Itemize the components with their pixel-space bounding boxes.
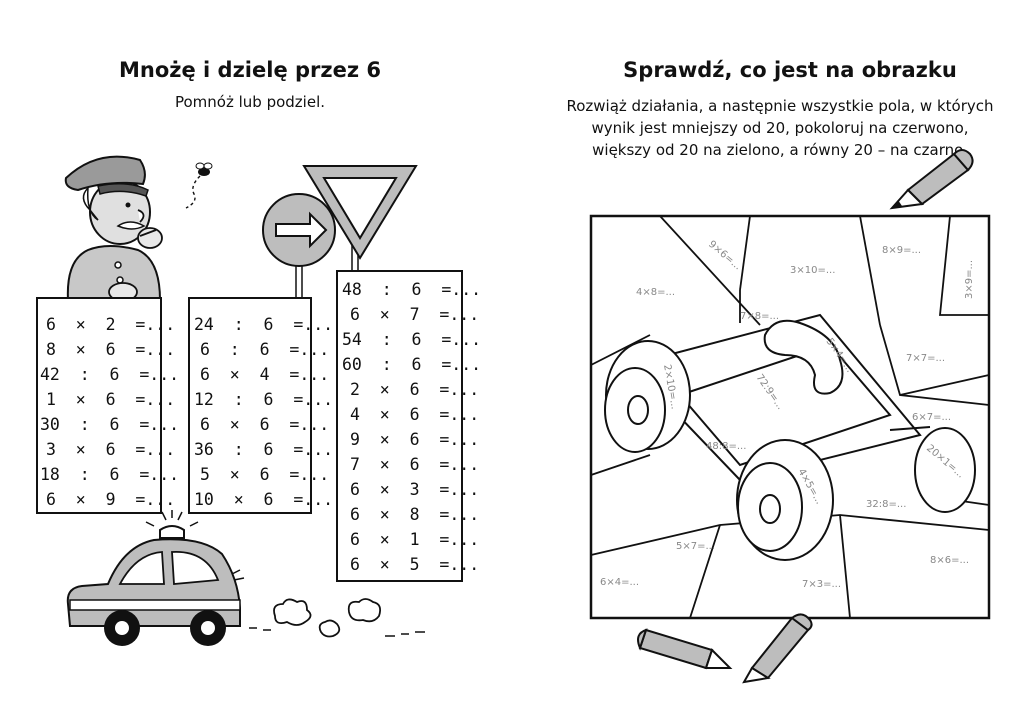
- instruction-line: większy od 20 na zielono, a równy 20 – n…: [592, 141, 968, 159]
- right-page-title: Sprawdź, co jest na obrazku: [623, 58, 957, 82]
- equation: 8 × 6 =...: [46, 340, 176, 359]
- bee-icon: [185, 162, 213, 209]
- cell-label: 3×9=...: [964, 260, 975, 299]
- equation: 7 × 6 =...: [350, 455, 480, 474]
- equation-column-3: [336, 270, 463, 582]
- equation: 54 : 6 =...: [342, 330, 482, 349]
- equation: 18 : 6 =...: [40, 465, 180, 484]
- instruction: Rozwiąż działania, a następnie wszystkie…: [560, 95, 1000, 161]
- cell-label: 4×8=...: [636, 287, 675, 298]
- equation: 6 × 6 =...: [200, 415, 330, 434]
- cell-label: 3×10=...: [790, 265, 835, 276]
- cell-label: 5×7=...: [676, 541, 715, 552]
- equation-column-2: [188, 297, 312, 514]
- equation: 6 × 4 =...: [200, 365, 330, 384]
- pencils-icon: [637, 613, 813, 684]
- equation: 5 × 6 =...: [200, 465, 330, 484]
- cell-label: 7×3=...: [802, 579, 841, 590]
- equation: 1 × 6 =...: [46, 390, 176, 409]
- police-car-icon: [66, 510, 245, 646]
- left-page-subtitle: Pomnóż lub podziel.: [174, 93, 325, 111]
- equation: 9 × 6 =...: [350, 430, 480, 449]
- instruction-line: Rozwiąż działania, a następnie wszystkie…: [566, 97, 994, 115]
- equation: 6 × 8 =...: [350, 505, 480, 524]
- policeman-icon: [64, 155, 163, 302]
- equation: 48 : 6 =...: [342, 280, 482, 299]
- equation: 6 × 7 =...: [350, 305, 480, 324]
- equation: 4 × 6 =...: [350, 405, 480, 424]
- cell-label: 6×4=...: [600, 577, 639, 588]
- pencil-icon: [889, 149, 974, 210]
- equation: 6 : 6 =...: [200, 340, 330, 359]
- equation: 3 × 6 =...: [46, 440, 176, 459]
- cell-label: 32:8=...: [866, 499, 906, 510]
- equation: 12 : 6 =...: [194, 390, 334, 409]
- cell-label: 48:8=...: [706, 441, 746, 452]
- yield-sign-icon: [302, 165, 418, 273]
- exhaust-smoke-icon: [249, 598, 425, 638]
- equation: 24 : 6 =...: [194, 315, 334, 334]
- equation: 42 : 6 =...: [40, 365, 180, 384]
- cell-label: 8×9=...: [882, 245, 921, 256]
- cell-label: 7×8=...: [740, 311, 779, 322]
- instruction-line: wynik jest mniejszy od 20, pokoloruj na …: [591, 119, 969, 137]
- equation: 6 × 9 =...: [46, 490, 176, 509]
- coloring-picture-car-icon: 9×6=... 3×10=... 8×9=... 3×9=... 4×8=...…: [589, 214, 991, 620]
- equation: 30 : 6 =...: [40, 415, 180, 434]
- equation: 10 × 6 =...: [194, 490, 334, 509]
- equation: 6 × 1 =...: [350, 530, 480, 549]
- equation: 6 × 5 =...: [350, 555, 480, 574]
- one-way-sign-icon: [262, 193, 336, 301]
- cell-label: 6×7=...: [912, 412, 951, 423]
- equation: 60 : 6 =...: [342, 355, 482, 374]
- equation: 6 × 2 =...: [46, 315, 176, 334]
- equation: 36 : 6 =...: [194, 440, 334, 459]
- equation-column-1: [36, 297, 162, 514]
- equation: 6 × 3 =...: [350, 480, 480, 499]
- cell-label: 7×7=...: [906, 353, 945, 364]
- cell-label: 8×6=...: [930, 555, 969, 566]
- left-page-title: Mnożę i dzielę przez 6: [118, 58, 381, 82]
- equation: 2 × 6 =...: [350, 380, 480, 399]
